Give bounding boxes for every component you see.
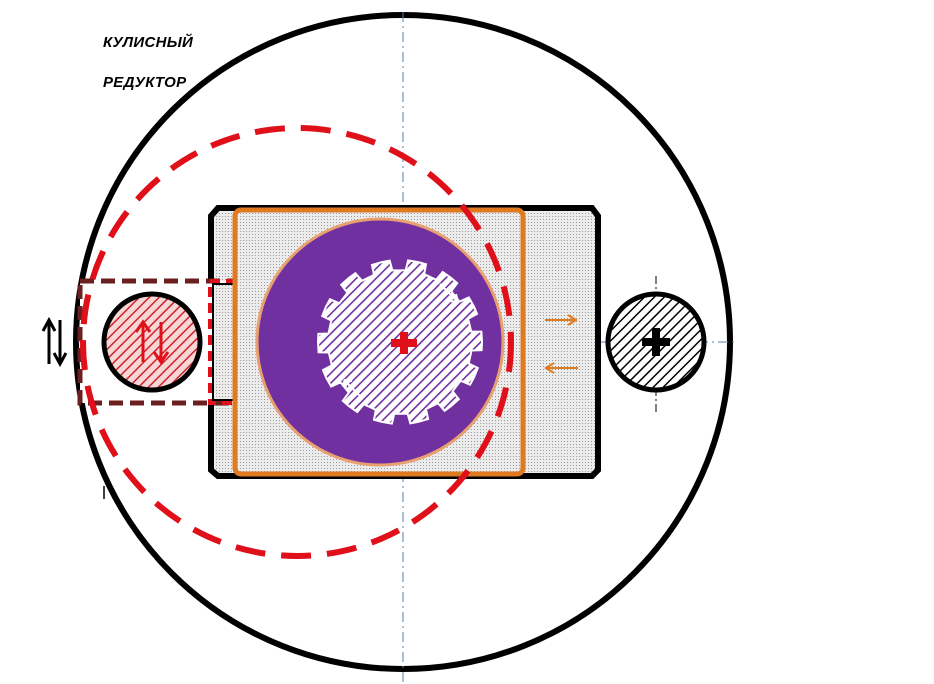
title-line-1: КУЛИСНЫЙ xyxy=(103,34,194,51)
title-line-2: РЕДУКТОР xyxy=(103,74,187,91)
gear-rotation-arrow-top xyxy=(439,283,459,303)
double-vertical-arrows-icon xyxy=(134,319,170,365)
gear-rotation-arrow-bottom xyxy=(343,379,363,399)
rod-insert xyxy=(212,283,236,401)
eccentric-path xyxy=(80,125,514,559)
center-mark-icon xyxy=(391,332,417,354)
up-down-arrows-icon xyxy=(41,316,68,368)
slider-motion-arrows-icon xyxy=(544,314,578,374)
plus-crosshair-icon xyxy=(642,328,670,356)
left-shaft xyxy=(101,291,203,393)
